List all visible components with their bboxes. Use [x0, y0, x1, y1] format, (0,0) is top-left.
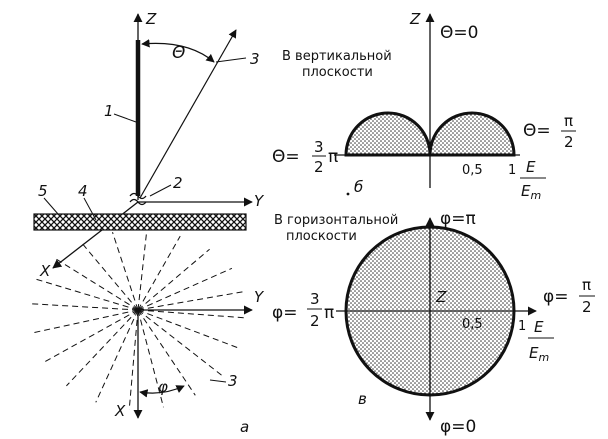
- dashed-ray: [137, 309, 196, 396]
- theta-symbol: Θ: [172, 43, 185, 63]
- leader-3-top: [215, 57, 247, 63]
- label-4: 4: [78, 182, 88, 200]
- leader-2: [149, 184, 172, 197]
- phi-zero-label: φ=0: [440, 417, 476, 437]
- panel-b-caption-2: плоскости: [302, 65, 373, 80]
- panel-a-letter: а: [240, 418, 249, 436]
- earth-layer: [33, 213, 247, 231]
- dashed-ray: [137, 309, 248, 319]
- image-radiation-rays: [28, 230, 248, 410]
- dashed-ray: [137, 230, 148, 311]
- dashed-ray: [66, 309, 139, 387]
- leader-3-bottom: [209, 379, 227, 383]
- leader-4: [83, 197, 97, 221]
- phi-right-prefix: φ=: [543, 287, 568, 307]
- axis-y-label-top: Y: [254, 192, 265, 210]
- theta-right-frac-den: 2: [564, 133, 574, 151]
- panel-c-tick-1: 1: [518, 319, 526, 334]
- theta-arc: [141, 39, 215, 63]
- phi-arc: [139, 385, 185, 398]
- dashed-ray: [137, 267, 233, 311]
- axis-z-label-a: Z: [145, 10, 157, 28]
- panel-c-caption-1: В горизонтальной: [274, 213, 398, 228]
- panel-b-z-label: Z: [409, 10, 421, 28]
- leader-5: [43, 197, 59, 215]
- panel-c-caption-2: плоскости: [286, 229, 357, 244]
- axis-y-label-bottom: Y: [254, 288, 265, 306]
- dashed-ray: [95, 309, 139, 403]
- axis-x-label-bottom: X: [114, 402, 126, 420]
- panel-c-tick-05: 0,5: [462, 317, 483, 332]
- theta-left-frac-num: 3: [314, 138, 324, 156]
- panel-b: В вертикальной плоскости Z Θ=0 Θ= 3 2 π …: [272, 10, 576, 202]
- dashed-ray: [137, 235, 181, 311]
- vertical-lobe-left: [344, 111, 432, 157]
- dashed-ray: [30, 309, 139, 334]
- panel-c-z-label: Z: [435, 288, 447, 306]
- panel-a-x-axis-top: [52, 201, 139, 269]
- panel-a: Z Y X 3 Θ 1 2 5 4 Y X: [28, 10, 265, 436]
- dashed-ray: [54, 257, 139, 311]
- panel-c-e-num: E: [534, 318, 544, 336]
- phi-left-pi: π: [324, 303, 334, 323]
- theta-left-prefix: Θ=: [272, 147, 300, 167]
- panel-b-tick-05: 0,5: [462, 163, 483, 178]
- dashed-ray: [36, 278, 139, 311]
- phi-left-prefix: φ=: [272, 303, 297, 323]
- phi-left-frac-num: 3: [310, 290, 320, 308]
- direction-ray-3: [139, 29, 237, 199]
- theta-right-frac-num: π: [564, 112, 573, 130]
- phi-left-frac-den: 2: [310, 312, 320, 330]
- phi-right-frac-num: π: [582, 276, 591, 294]
- dashed-ray: [80, 241, 139, 311]
- theta-left-pi: π: [328, 147, 338, 167]
- panel-c-e-den: Em: [529, 344, 549, 364]
- dashed-ray: [43, 309, 139, 363]
- panel-b-tick-1: 1: [508, 163, 516, 178]
- label-1: 1: [104, 102, 114, 120]
- dashed-ray: [28, 303, 139, 311]
- dashed-ray: [128, 309, 139, 410]
- phi-symbol: φ: [158, 378, 168, 396]
- dashed-ray: [137, 248, 210, 311]
- dashed-ray: [137, 290, 246, 311]
- phi-right-frac-den: 2: [582, 298, 592, 316]
- label-3-top: 3: [250, 50, 260, 68]
- panel-b-e-den: Em: [521, 182, 541, 202]
- dashed-ray: [112, 232, 139, 311]
- panel-b-e-num: E: [526, 158, 536, 176]
- panel-c-letter: в: [358, 390, 367, 408]
- theta-left-frac-den: 2: [314, 158, 324, 176]
- label-5: 5: [38, 182, 48, 200]
- phi-pi-label: φ=π: [440, 209, 476, 229]
- label-2: 2: [173, 174, 183, 192]
- feed-coil: [129, 192, 147, 206]
- leader-1: [113, 113, 137, 123]
- vertical-lobe-right: [428, 111, 516, 157]
- panel-c: В горизонтальной плоскости φ=π φ=0 φ= 3 …: [272, 209, 595, 437]
- axis-x-label-top: X: [39, 262, 51, 280]
- panel-b-dot: [346, 192, 350, 196]
- dashed-ray: [137, 309, 222, 376]
- dashed-ray: [137, 309, 240, 349]
- theta-zero-label: Θ=0: [440, 23, 478, 43]
- panel-b-letter: б: [354, 178, 363, 196]
- panel-b-caption-1: В вертикальной: [282, 49, 392, 64]
- label-3-bottom: 3: [228, 372, 238, 390]
- theta-right-prefix: Θ=: [523, 121, 551, 141]
